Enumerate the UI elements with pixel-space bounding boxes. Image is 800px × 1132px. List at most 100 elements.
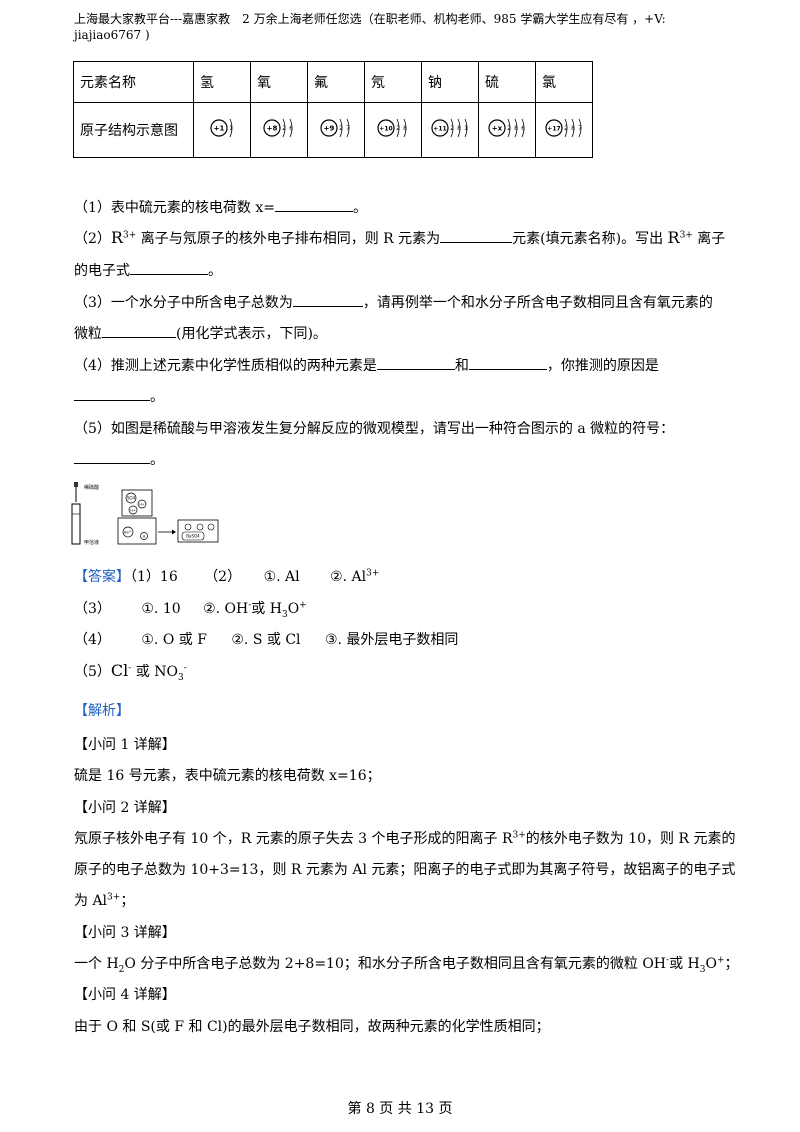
sub-question-3-heading: 【小问 3 详解】	[74, 925, 176, 941]
sub-question-2-explanation-1: 氖原子核外电子有 10 个，R 元素的原子失去 3 个电子形成的阳离子 R3+的…	[74, 830, 736, 847]
nucleus-circle	[377, 119, 395, 137]
nuclear-charge: +10	[379, 126, 392, 133]
page-number: 第 8 页 共 13 页	[347, 1101, 453, 1117]
product-beaker: BaSO4	[177, 519, 219, 543]
electron-shell-arc	[450, 118, 453, 138]
element-cl: 氯	[535, 61, 593, 103]
question-4: （4）推测上述元素中化学性质相似的两种元素是和，你推测的原因是	[74, 357, 659, 374]
electron-count: 7	[346, 125, 350, 132]
dropper-icon	[71, 482, 81, 545]
header-line-1: 上海最大家教平台---嘉惠家教 2 万余上海老师任您选（在职老师、机构老师、98…	[74, 12, 666, 26]
electron-shell-arc	[396, 118, 400, 138]
electron-shell-arc	[346, 118, 350, 138]
arrow-right-icon	[158, 529, 176, 535]
question-2-line-2: 的电子式。	[74, 262, 222, 279]
sub-question-4-explanation: 由于 O 和 S(或 F 和 Cl)的最外层电子数相同，故两种元素的化学性质相同…	[74, 1019, 550, 1035]
answer-line-4: （5）Cl- 或 NO3-	[74, 661, 187, 683]
precipitate-baso4: BaSO4	[186, 534, 200, 539]
table-row: 元素名称 氢 氧 氟 氖 钠 硫 氯	[73, 61, 593, 103]
question-5: （5）如图是稀硫酸与甲溶液发生复分解反应的微观模型，请写出一种符合图示的 a 微…	[74, 421, 675, 437]
answer-blank	[102, 325, 176, 338]
answer-line-1: 【答案】（1）16 （2） ①. Al ②. Al3+	[74, 568, 380, 585]
nucleus-circle	[487, 119, 506, 137]
element-na: 钠	[421, 61, 479, 103]
electron-count: 2	[396, 125, 400, 132]
nuclear-charge: +8	[267, 125, 278, 133]
label-dilute-sulfuric-acid: 稀硫酸	[84, 484, 99, 491]
ion-so4: SO4	[127, 496, 136, 501]
question-2: （2）R3+ 离子与氖原子的核外电子排布相同，则 R 元素为元素(填元素名称)。…	[74, 228, 726, 247]
element-f: 氟	[307, 61, 365, 103]
electron-shell-arc	[507, 118, 510, 138]
electron-shell-arc	[521, 118, 524, 138]
nuclear-charge: +x	[491, 125, 502, 133]
electron-count: 8	[571, 125, 575, 132]
electron-shell-arc	[457, 118, 460, 138]
row-label-structure: 原子结构示意图	[73, 102, 194, 158]
ion-ba: Ba²⁺	[124, 531, 132, 535]
answer-blank	[468, 357, 547, 370]
electron-count: 6	[521, 125, 525, 132]
nucleus-circle	[320, 119, 338, 137]
label-solution-jia: 甲溶液	[84, 539, 99, 546]
electron-count: 1	[464, 125, 468, 132]
question-3: （3）一个水分子中所含电子总数为，请再例举一个和水分子所含电子数相同且含有氧元素…	[74, 294, 713, 311]
acid-beaker: SO4 H+ H+	[121, 489, 153, 517]
electron-count: 2	[339, 125, 343, 132]
electron-shell-arc	[564, 118, 567, 138]
nucleus-circle	[209, 119, 228, 137]
header-line-2: jiajiao6767 )	[74, 28, 150, 42]
ion-h: H+	[139, 503, 145, 507]
page-header: 上海最大家教平台---嘉惠家教 2 万余上海老师任您选（在职老师、机构老师、98…	[74, 11, 724, 43]
sub-question-1-heading: 【小问 1 详解】	[74, 737, 176, 753]
electron-shell-arc	[514, 118, 517, 138]
electron-shell-arc	[289, 118, 293, 138]
answer-blank	[292, 294, 363, 307]
electron-shell-arc	[403, 118, 407, 138]
ion-a: a	[143, 534, 146, 539]
answer-blank	[376, 357, 455, 370]
analysis-tag: 【解析】	[74, 703, 130, 719]
answer-blank	[74, 388, 150, 401]
nuclear-charge: +11	[433, 126, 446, 133]
sub-question-2-explanation-2: 原子的电子总数为 10+3=13，则 R 元素为 Al 元素；阳离子的电子式即为…	[74, 862, 736, 878]
answer-blank	[130, 262, 208, 275]
question-1: （1）表中硫元素的核电荷数 x=。	[74, 200, 367, 216]
row-label-element-name: 元素名称	[73, 61, 194, 103]
nucleus-circle	[430, 119, 449, 137]
electron-shell-arc	[282, 118, 286, 138]
element-h: 氢	[193, 61, 251, 103]
electron-count: 1	[229, 125, 233, 132]
electron-shell-arc	[571, 118, 574, 138]
electron-count: 8	[403, 125, 407, 132]
nuclear-charge: +9	[324, 125, 335, 133]
electron-count: 2	[282, 125, 286, 132]
electron-shell-arc	[578, 118, 581, 138]
electron-count: 6	[289, 125, 293, 132]
nucleus-circle	[263, 119, 281, 137]
answer-line-3: （4） ①. O 或 F ②. S 或 Cl ③. 最外层电子数相同	[74, 632, 459, 648]
sub-question-2-heading: 【小问 2 详解】	[74, 800, 176, 816]
nucleus-circle	[544, 119, 563, 137]
reaction-model-figure: 稀硫酸 甲溶液 SO4 H+ H+ Ba²⁺ a BaSO4	[71, 482, 219, 546]
nuclear-charge: +17	[547, 126, 560, 133]
electron-shell-arc	[464, 118, 467, 138]
solution-beaker: Ba²⁺ a	[117, 517, 157, 545]
answer-tag: 【答案】	[74, 569, 130, 585]
question-4-line-2: 。	[74, 386, 164, 406]
element-ne: 氖	[364, 61, 422, 103]
